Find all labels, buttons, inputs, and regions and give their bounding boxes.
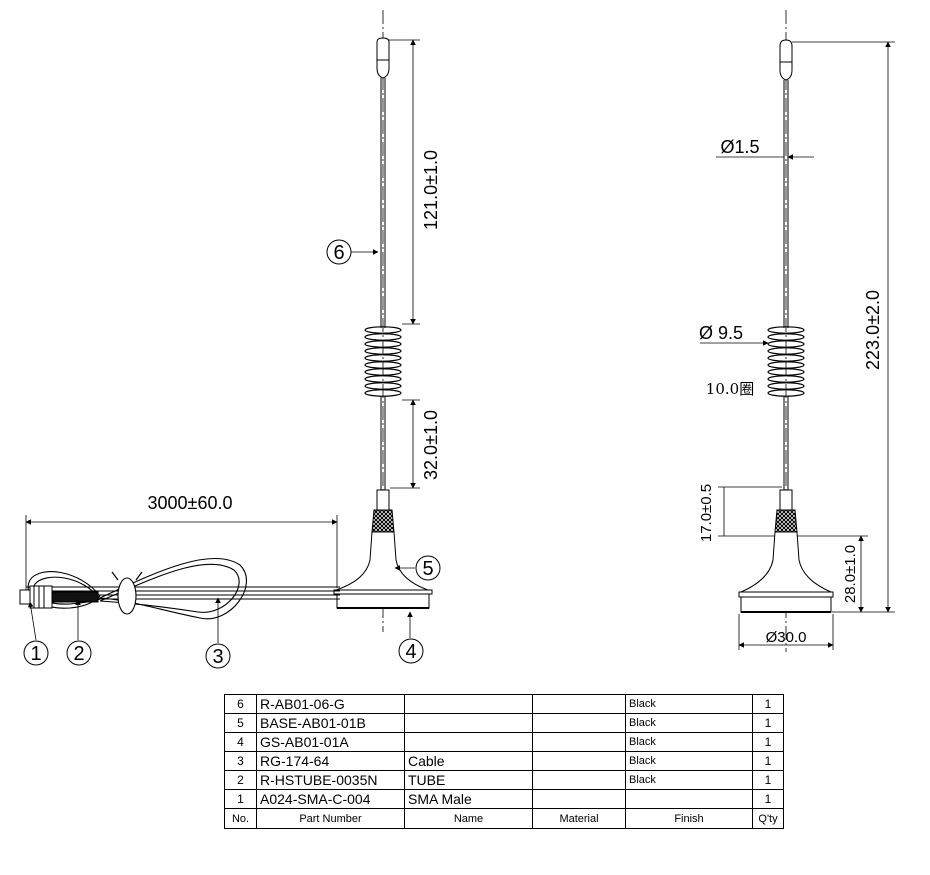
bom-material: [532, 770, 626, 790]
balloon-6: 6: [326, 239, 352, 265]
bom-row: 5 BASE-AB01-01B Black 1: [224, 713, 784, 733]
balloon-1-label: 1: [30, 643, 41, 665]
bom-qty: 1: [752, 713, 784, 733]
rod-diameter-dim: Ø1.5: [720, 137, 759, 157]
bom-header-qty: Q'ty: [752, 808, 784, 829]
bom-material: [532, 694, 626, 714]
bom-finish: Black: [625, 694, 753, 714]
collar-height-dim: 17.0±0.5: [698, 484, 715, 542]
bom-qty: 1: [752, 732, 784, 752]
bom-part-number: A024-SMA-C-004: [256, 789, 405, 809]
bom-row: 4 GS-AB01-01A Black 1: [224, 732, 784, 752]
balloon-6-label: 6: [333, 242, 344, 264]
lower-rod-length-dim: 32.0±1.0: [421, 410, 441, 480]
base-diameter-dim: Ø30.0: [766, 629, 807, 646]
bom-name: [404, 694, 533, 714]
bom-no: 1: [224, 789, 257, 809]
bom-no: 6: [224, 694, 257, 714]
bom-material: [532, 713, 626, 733]
bom-row: 1 A024-SMA-C-004 SMA Male 1: [224, 789, 784, 809]
bom-header-row: No. Part Number Name Material Finish Q't…: [224, 808, 784, 829]
bom-part-number: R-HSTUBE-0035N: [256, 770, 405, 790]
bom-part-number: BASE-AB01-01B: [256, 713, 405, 733]
total-height-dim: 223.0±2.0: [863, 290, 883, 370]
bom-qty: 1: [752, 751, 784, 771]
bom-finish: Black: [625, 732, 753, 752]
bom-row: 3 RG-174-64 Cable Black 1: [224, 751, 784, 771]
bom-finish: Black: [625, 713, 753, 733]
coil-left: [364, 326, 402, 397]
bom-name: SMA Male: [404, 789, 533, 809]
bom-qty: 1: [752, 789, 784, 809]
bom-finish: [625, 789, 753, 809]
cable-length-dim: 3000±60.0: [148, 493, 233, 513]
bom-qty: 1: [752, 694, 784, 714]
bom-material: [532, 732, 626, 752]
bom-no: 2: [224, 770, 257, 790]
bom-finish: Black: [625, 770, 753, 790]
bom-finish: Black: [625, 751, 753, 771]
bom-part-number: RG-174-64: [256, 751, 405, 771]
balloon-3-label: 3: [212, 646, 223, 668]
left-view: [19, 10, 433, 632]
bom-part-number: R-AB01-06-G: [256, 694, 405, 714]
bom-header-no: No.: [224, 808, 257, 829]
balloon-5-label: 5: [422, 558, 433, 580]
base-height-dim: 28.0±1.0: [842, 545, 859, 603]
bom-header-material: Material: [532, 808, 626, 829]
balloon-leaders: [28, 249, 415, 643]
left-dimensions: [25, 39, 420, 590]
bom-no: 4: [224, 732, 257, 752]
balloon-3: 3: [205, 643, 231, 669]
balloon-4-label: 4: [405, 641, 416, 663]
bom-qty: 1: [752, 770, 784, 790]
bom-row: 6 R-AB01-06-G Black 1: [224, 694, 784, 714]
coil-right: [767, 326, 805, 397]
coil-diameter-dim: Ø 9.5: [699, 323, 743, 343]
bom-name: TUBE: [404, 770, 533, 790]
bom-row: 2 R-HSTUBE-0035N TUBE Black 1: [224, 770, 784, 790]
bom-header-finish: Finish: [625, 808, 753, 829]
balloon-2: 2: [66, 640, 92, 666]
antenna-drawing: 6 5 4 3 2 1 121.0±1.0 32.0±1.0 3000±60.0: [19, 10, 895, 669]
bom-name: Cable: [404, 751, 533, 771]
right-view: [738, 10, 834, 652]
bom-header-part-number: Part Number: [256, 808, 405, 829]
bom-material: [532, 751, 626, 771]
bom-no: 5: [224, 713, 257, 733]
bill-of-materials: 6 R-AB01-06-G Black 1 5 BASE-AB01-01B Bl…: [224, 694, 784, 829]
bom-name: [404, 732, 533, 752]
right-dimensions: [700, 41, 895, 650]
whip-length-dim: 121.0±1.0: [421, 150, 441, 230]
bom-header-name: Name: [404, 808, 533, 829]
balloon-1: 1: [23, 640, 49, 666]
balloon-5: 5: [415, 555, 441, 581]
bom-part-number: GS-AB01-01A: [256, 732, 405, 752]
balloon-2-label: 2: [73, 643, 84, 665]
balloon-4: 4: [398, 638, 424, 664]
bom-material: [532, 789, 626, 809]
coil-turns-note: 10.0圈: [706, 380, 754, 398]
bom-name: [404, 713, 533, 733]
bom-no: 3: [224, 751, 257, 771]
